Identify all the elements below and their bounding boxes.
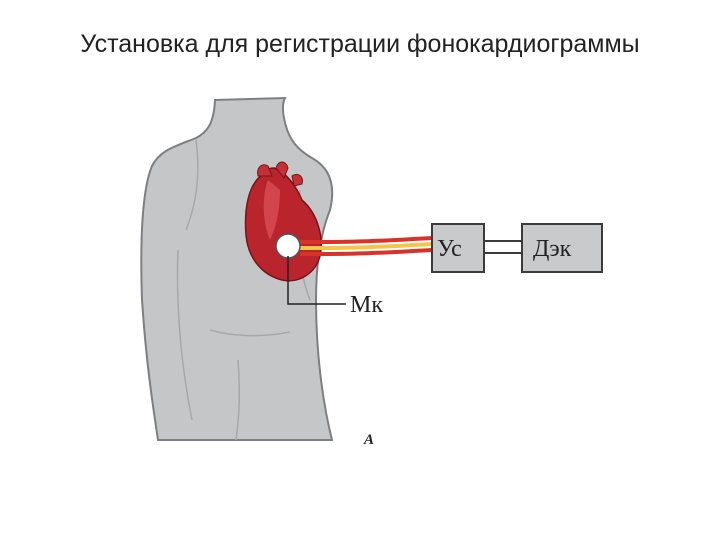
recorder-label: Дэк: [533, 236, 572, 262]
microphone-cable: [300, 236, 433, 256]
microphone-leader-line: [287, 256, 346, 305]
microphone-label: Мк: [350, 292, 383, 318]
slide-title: Установка для регистрации фонокардиограм…: [80, 30, 640, 58]
figure-letter: А: [363, 432, 374, 448]
recorder-box: [521, 223, 603, 273]
amplifier-label: Ус: [437, 236, 462, 262]
amplifier-box: [431, 223, 485, 273]
box-connector: [484, 240, 522, 254]
microphone-disc: [275, 233, 301, 259]
